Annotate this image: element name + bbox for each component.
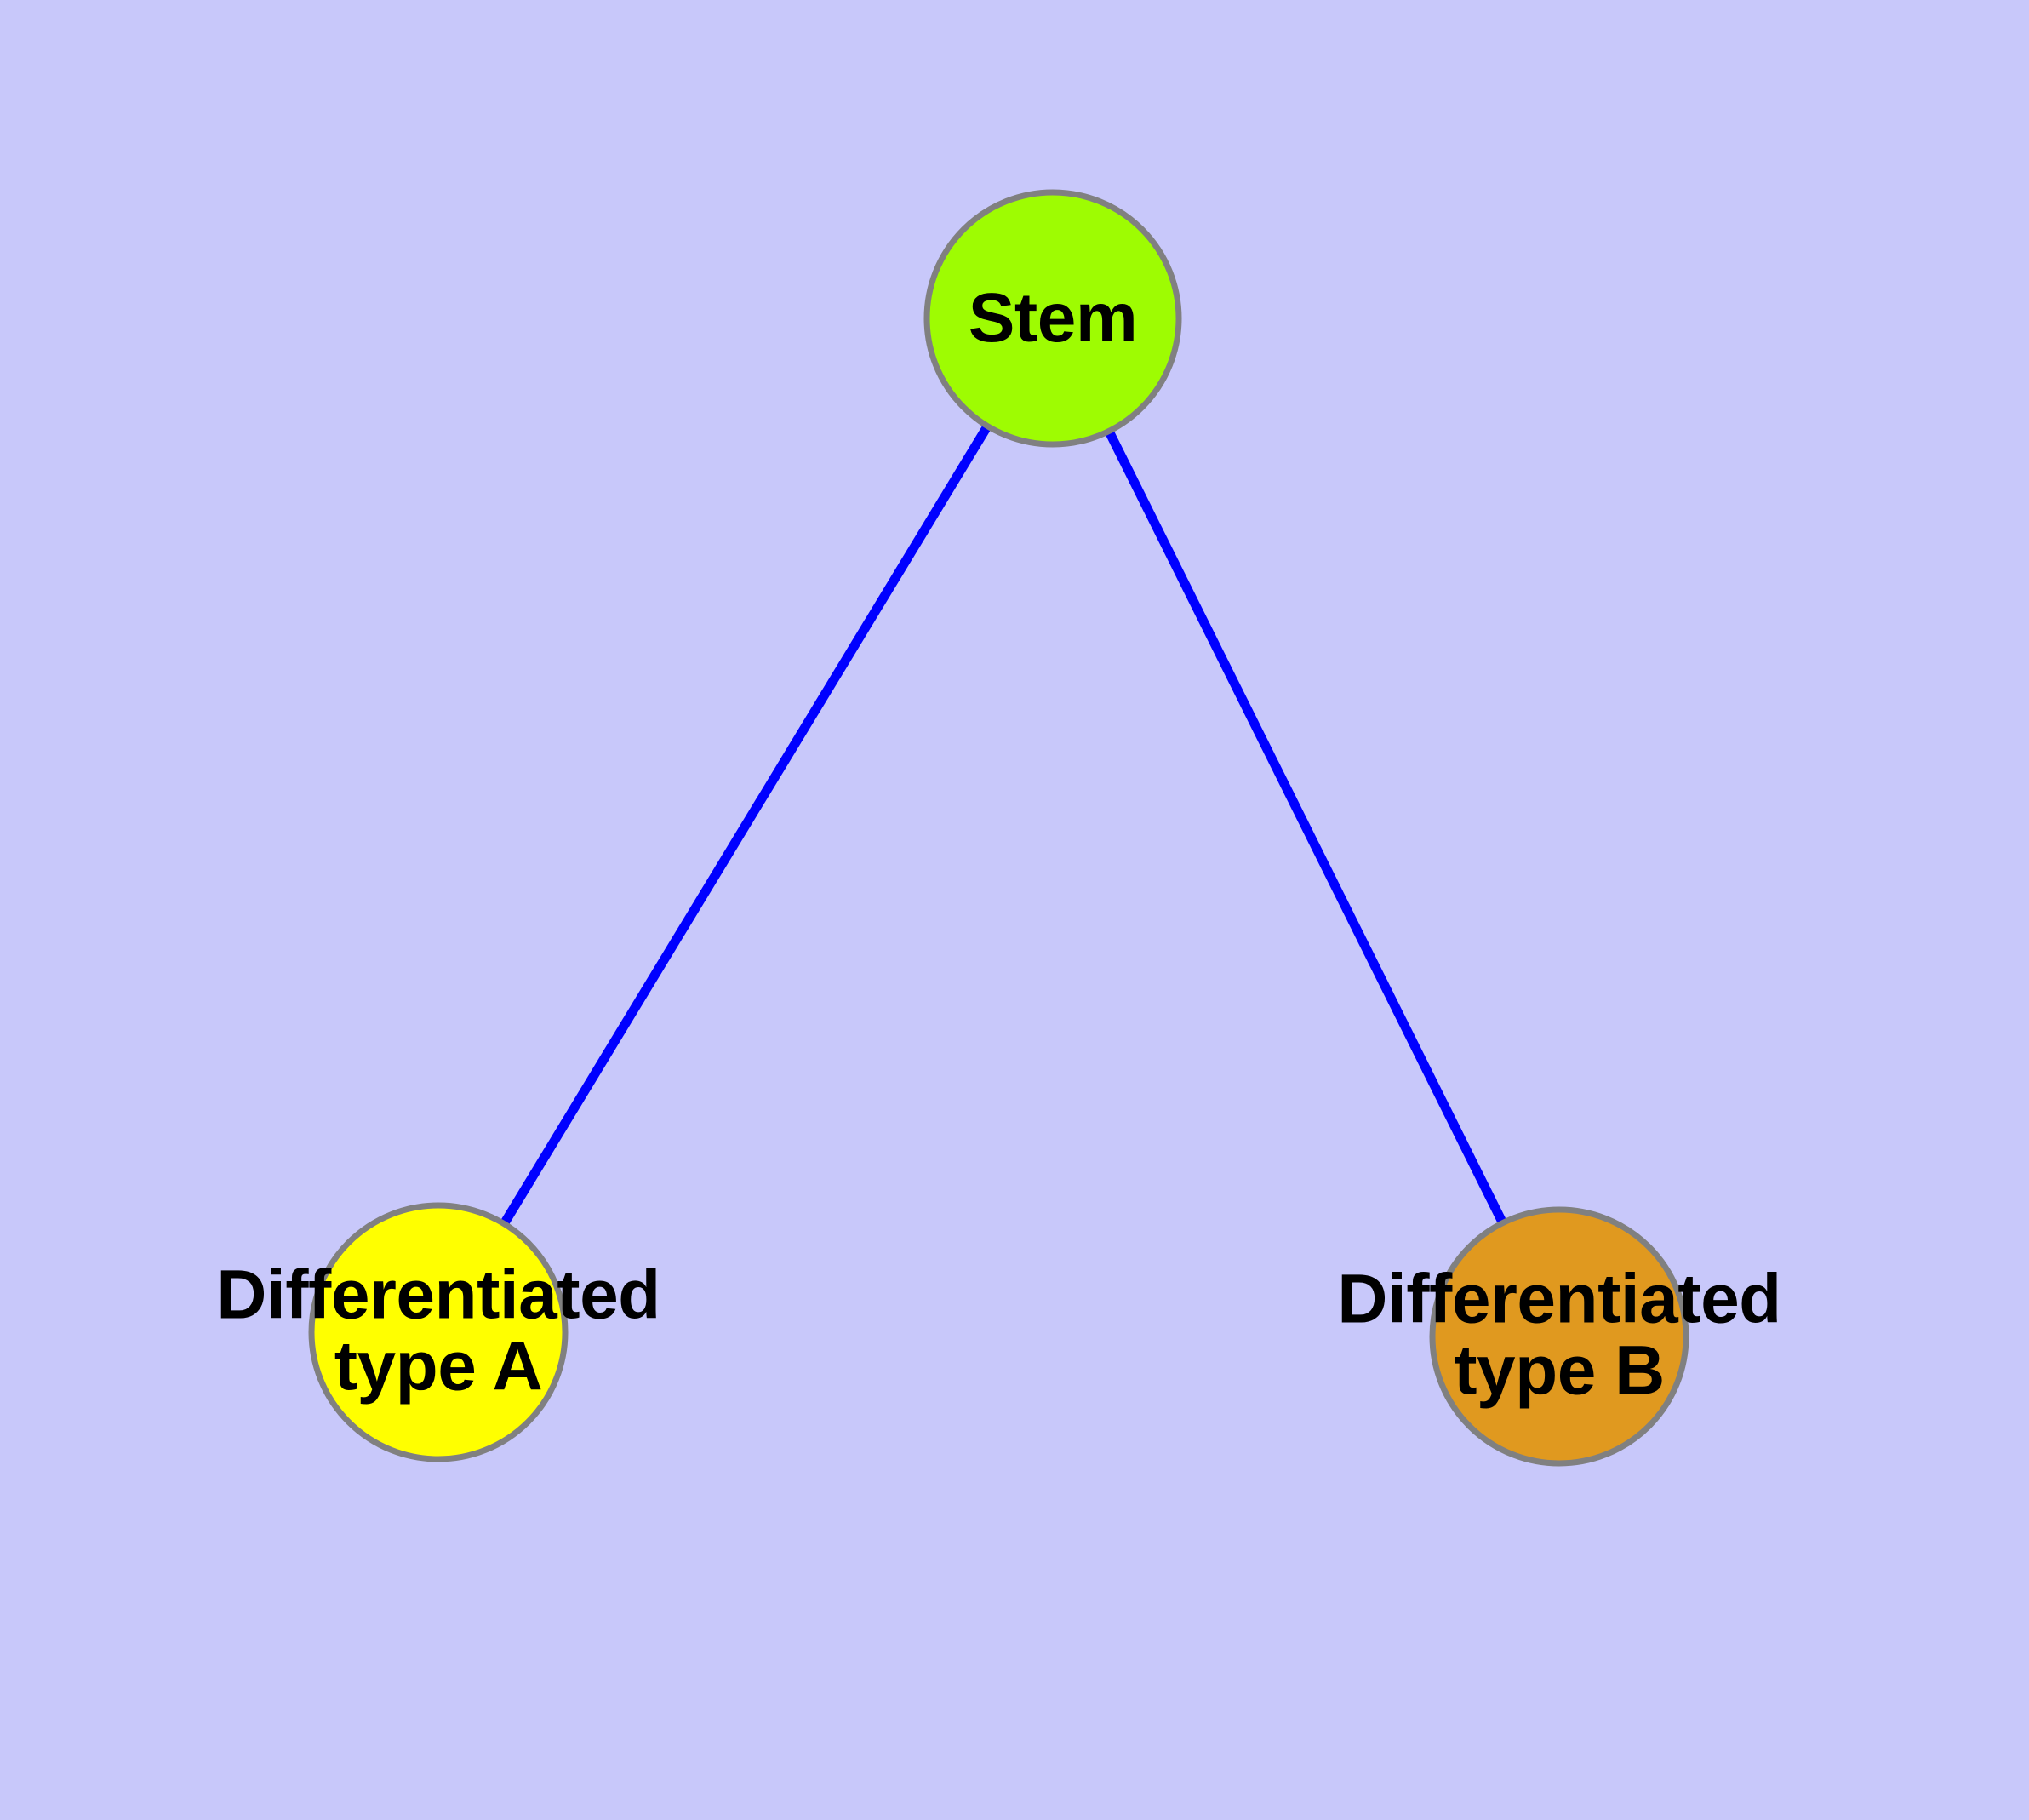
- edge-stem-to-differentiated-type-a[interactable]: [434, 316, 1057, 1335]
- node-layer: [308, 189, 1689, 1467]
- node-differentiated-type-a[interactable]: [308, 1202, 569, 1462]
- edge-stem-to-differentiated-type-b[interactable]: [1049, 316, 1563, 1339]
- edge-layer: [434, 316, 1563, 1339]
- node-stem[interactable]: [923, 189, 1182, 448]
- node-differentiated-type-b[interactable]: [1429, 1206, 1689, 1467]
